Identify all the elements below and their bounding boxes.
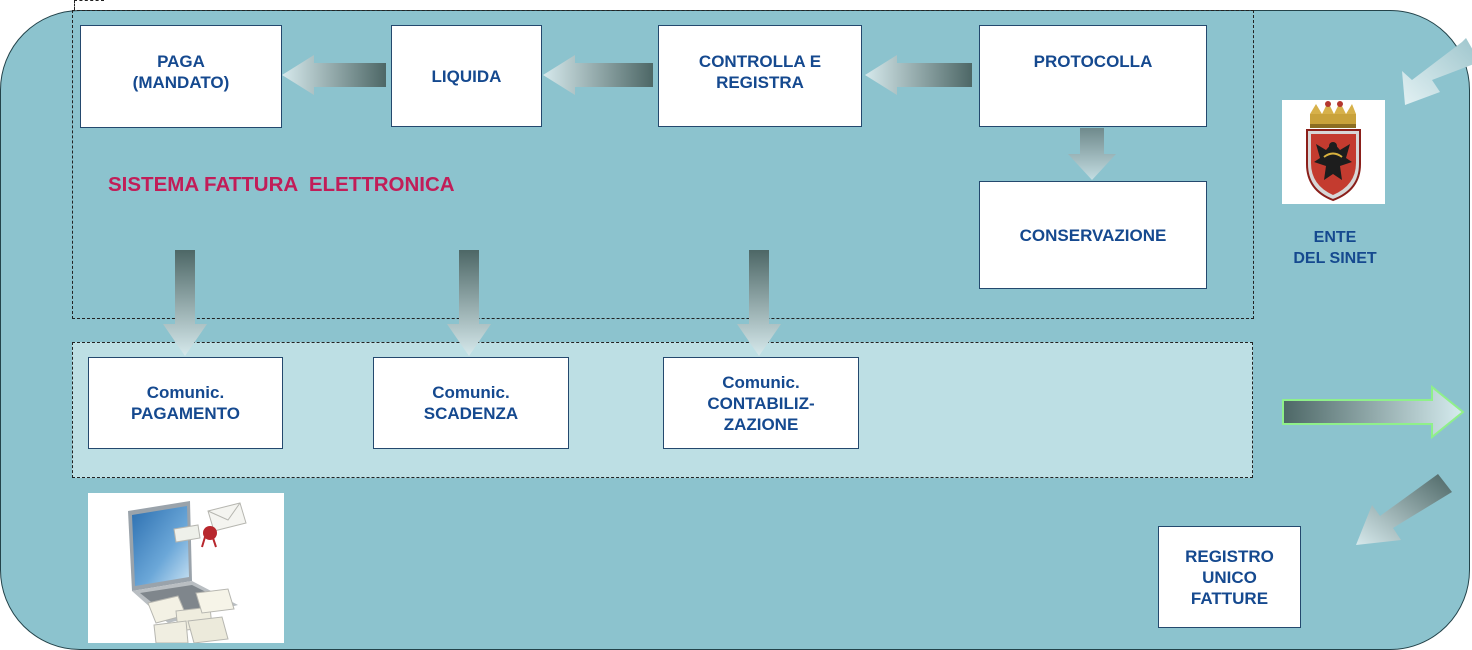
box-comunic-scadenza: Comunic. SCADENZA bbox=[373, 357, 569, 449]
box-comunic-pagamento: Comunic. PAGAMENTO bbox=[88, 357, 283, 449]
arrow-controlla-to-comunic-contabilizzazione bbox=[737, 250, 781, 356]
box-conservazione: CONSERVAZIONE bbox=[979, 181, 1207, 289]
box-paga-mandato: PAGA (MANDATO) bbox=[80, 25, 282, 128]
arrow-paga-to-comunic-pagamento bbox=[163, 250, 207, 356]
arrow-protocolla-to-conservazione bbox=[1068, 128, 1116, 180]
box-controlla-registra: CONTROLLA E REGISTRA bbox=[658, 25, 862, 127]
arrow-to-registro-unico bbox=[1282, 384, 1465, 440]
arrow-liquida-to-comunic-scadenza bbox=[447, 250, 491, 356]
arrow-liquida-to-paga bbox=[282, 55, 386, 95]
box-comunic-contabilizzazione: Comunic. CONTABILIZ- ZAZIONE bbox=[663, 357, 859, 449]
ente-coat-of-arms-icon bbox=[1282, 100, 1385, 204]
ente-del-sinet-label: ENTE DEL SINET bbox=[1293, 229, 1377, 267]
arrow-protocolla-to-controlla bbox=[865, 55, 972, 95]
box-protocolla: PROTOCOLLA bbox=[979, 25, 1207, 127]
box-liquida: LIQUIDA bbox=[391, 25, 542, 127]
sistema-fattura-region bbox=[72, 10, 1254, 319]
arrow-incoming-ente bbox=[1402, 38, 1472, 105]
email-laptop-icon bbox=[88, 493, 284, 644]
dashed-corner-mark bbox=[74, 0, 104, 10]
box-registro-unico-fatture: REGISTRO UNICO FATTURE bbox=[1158, 526, 1301, 628]
sistema-fattura-label: SISTEMA FATTURA ELETTRONICA bbox=[108, 173, 455, 196]
arrow-down-to-registro bbox=[1356, 474, 1452, 545]
arrow-controlla-to-liquida bbox=[543, 55, 653, 95]
